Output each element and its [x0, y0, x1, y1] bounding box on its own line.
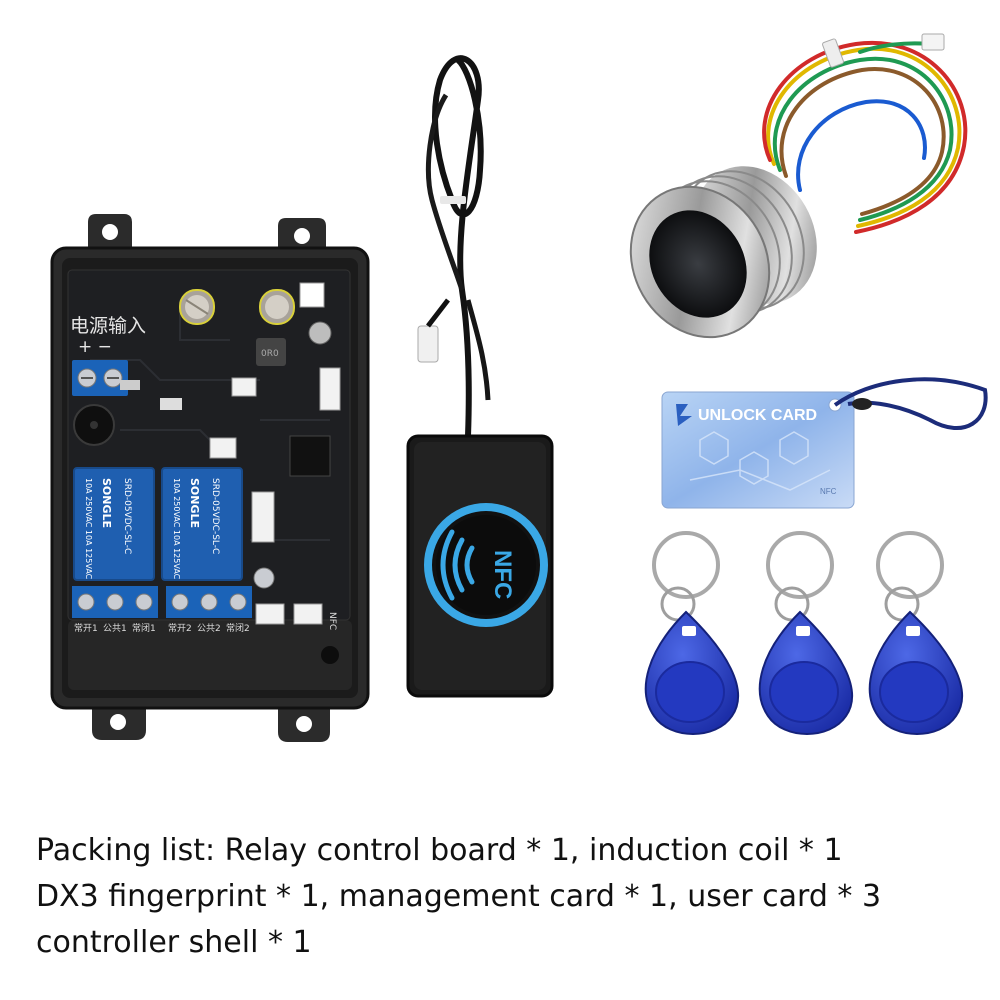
nfc-silk-label: NFC [327, 612, 337, 630]
caption-line: Packing list: Relay control board * 1, i… [36, 833, 843, 868]
user-card-2 [758, 531, 854, 735]
terminal-label: 常闭1 [132, 622, 156, 634]
relay-terminal-2 [166, 586, 252, 618]
nfc-icon [440, 529, 475, 601]
svg-text:10A 250VAC 10A 125VAC: 10A 250VAC 10A 125VAC [172, 478, 181, 580]
fingerprint-sensor [649, 210, 747, 318]
card-logo-icon [676, 404, 692, 426]
capacitor [259, 289, 295, 325]
dx3-fingerprint-reader [629, 33, 968, 339]
card-title: UNLOCK CARD [698, 407, 817, 424]
relay-1: SONGLE SRD-05VDC-SL-C 10A 250VAC 10A 125… [73, 467, 155, 581]
terminal-label: 公共1 [103, 623, 127, 634]
lanyard [833, 377, 988, 431]
power-input-label: 电源输入 [70, 315, 146, 337]
capacitor [179, 289, 215, 325]
packing-list-caption: Packing list: Relay control board * 1, i… [36, 828, 986, 966]
user-card-1 [644, 531, 740, 735]
svg-text:SRD-05VDC-SL-C: SRD-05VDC-SL-C [210, 478, 220, 554]
power-terminal [72, 360, 128, 396]
mcu-chip [289, 435, 331, 477]
caption-line: controller shell * 1 [36, 925, 312, 960]
svg-text:SONGLE: SONGLE [188, 478, 201, 528]
unlock-card: UNLOCK CARD NFC [661, 377, 988, 509]
nfc-label: NFC [489, 550, 516, 599]
relay-2: SONGLE SRD-05VDC-SL-C 10A 250VAC 10A 125… [161, 467, 243, 581]
svg-text:10A 250VAC 10A 125VAC: 10A 250VAC 10A 125VAC [84, 478, 93, 580]
svg-text:SONGLE: SONGLE [100, 478, 113, 528]
terminal-label: 常闭2 [226, 622, 250, 634]
coil-cable [432, 55, 484, 439]
product-photo: 电源输入 + − 0R0 [50, 33, 988, 742]
terminal-label: 公共2 [197, 623, 221, 634]
user-card-3 [868, 531, 964, 735]
inductor [256, 338, 286, 366]
card-nfc-mark: NFC [820, 487, 837, 496]
nfc-induction-coil: NFC [406, 55, 554, 698]
chip-label: 0R0 [261, 349, 279, 359]
svg-text:SRD-05VDC-SL-C: SRD-05VDC-SL-C [122, 478, 132, 554]
terminal-label: 常开2 [168, 622, 192, 634]
rj-connector [417, 325, 439, 363]
polarity-label: + − [78, 337, 112, 357]
relay-control-board: 电源输入 + − 0R0 [50, 214, 370, 742]
caption-line: DX3 fingerprint * 1, management card * 1… [36, 879, 882, 914]
terminal-label: 常开1 [74, 622, 98, 634]
relay-terminal-1 [72, 586, 158, 618]
